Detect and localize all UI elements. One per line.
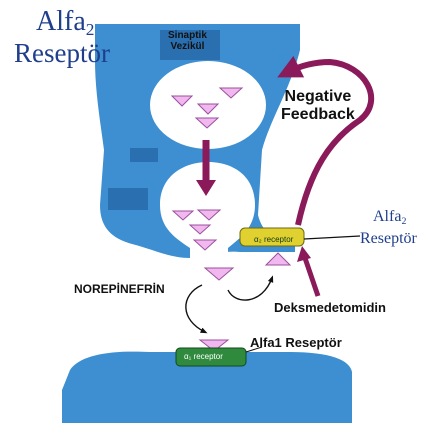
dexmedetomidine-label: Deksmedetomidin	[274, 300, 386, 315]
vesicle-label-line1: Sinaptik	[168, 30, 207, 41]
title-line1: Alfa2	[36, 6, 94, 40]
vesicle-label-line2: Vezikül	[168, 41, 207, 52]
alpha2-side-subscript: 2	[401, 216, 406, 227]
alpha2-pointer	[304, 236, 360, 239]
dexmedetomidine-molecule	[266, 253, 290, 265]
neuron-shade	[108, 188, 148, 210]
title-main: Alfa	[36, 6, 86, 37]
negative-feedback-label: Negative Feedback	[281, 88, 355, 124]
feedback-label-line2: Feedback	[281, 106, 355, 124]
norepinephrine-label: NOREPİNEFRİN	[74, 282, 165, 296]
norepinephrine-molecule	[205, 268, 233, 280]
dexmedetomidine-arrow	[305, 258, 318, 296]
alpha2-receptor-text: α₂ receptor	[254, 235, 293, 244]
vesicle-label: Sinaptik Vezikül	[168, 30, 207, 52]
alpha1-receptor-label: Alfa1 Reseptör	[250, 335, 342, 350]
feedback-label-line1: Negative	[281, 88, 355, 106]
neuron-shade	[130, 148, 158, 162]
alpha2-side-label-line1: Alfa2	[373, 208, 406, 227]
diffusion-arrow	[186, 285, 205, 332]
reuptake-arrow	[228, 278, 272, 300]
dexmedetomidine-arrow-head	[297, 246, 311, 262]
negative-feedback-arrow	[288, 62, 371, 225]
title-line2: Reseptör	[14, 38, 110, 69]
alpha2-side-main: Alfa	[373, 208, 401, 225]
title-subscript: 2	[86, 20, 95, 39]
alpha2-side-label-line2: Reseptör	[360, 230, 417, 248]
alpha1-receptor-text: α₁ receptor	[184, 352, 223, 361]
